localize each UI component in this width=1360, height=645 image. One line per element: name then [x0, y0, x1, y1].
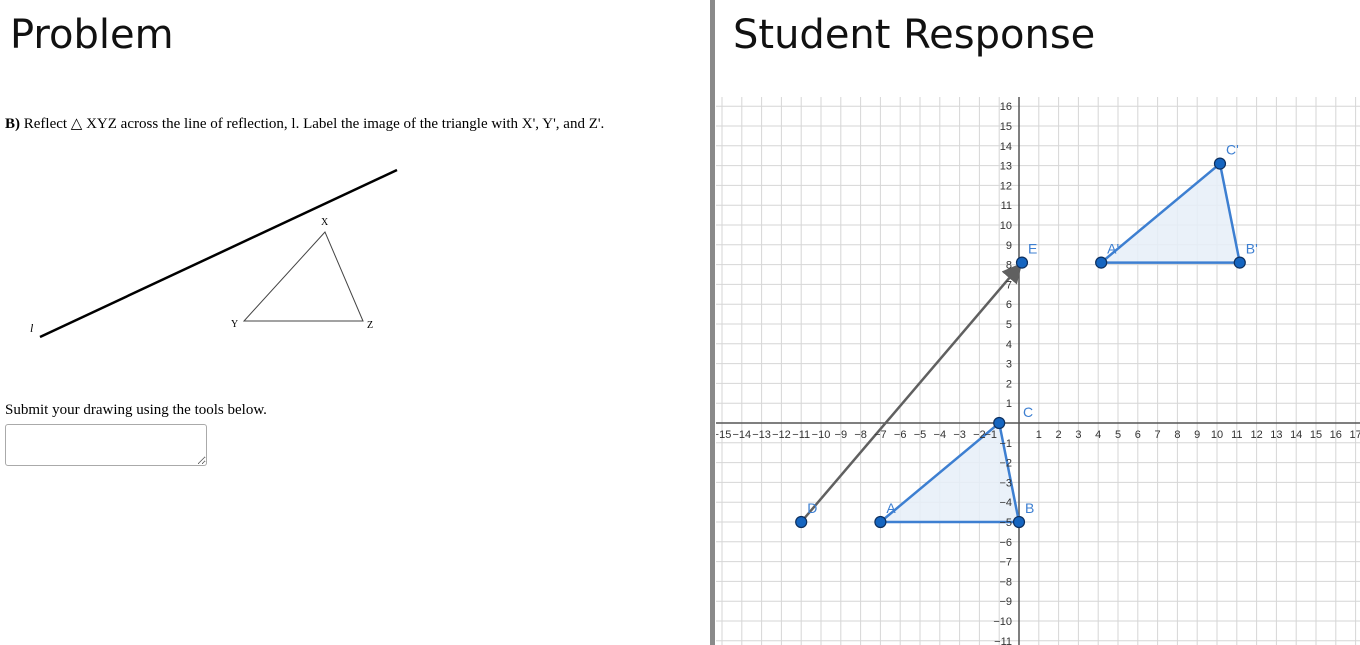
y-tick-label: 12	[1000, 180, 1012, 192]
x-tick-label: −2	[973, 429, 986, 441]
y-tick-label: −4	[999, 497, 1012, 509]
x-tick-label: 2	[1056, 429, 1062, 441]
coordinate-graph[interactable]: −15−14−13−12−11−10−9−8−7−6−5−4−3−2−11234…	[716, 97, 1360, 645]
y-tick-label: −2	[999, 458, 1012, 470]
x-tick-label: 1	[1036, 429, 1042, 441]
x-tick-label: −12	[772, 429, 791, 441]
point-a[interactable]	[874, 515, 887, 529]
point-label-a: A	[886, 500, 896, 516]
y-tick-label: −10	[993, 616, 1012, 628]
x-tick-label: −14	[732, 429, 751, 441]
y-tick-label: 11	[1001, 200, 1012, 212]
y-tick-label: −11	[994, 636, 1012, 645]
y-tick-label: 15	[1000, 121, 1012, 133]
x-tick-label: −6	[894, 429, 907, 441]
question-prefix: B)	[5, 116, 20, 132]
x-tick-label: 16	[1330, 429, 1342, 441]
line-label: l	[30, 321, 34, 335]
x-tick-label: 14	[1290, 429, 1302, 441]
y-tick-label: 10	[1000, 220, 1012, 232]
x-tick-label: 15	[1310, 429, 1322, 441]
y-tick-label: −3	[999, 477, 1012, 489]
answer-input[interactable]	[5, 424, 207, 466]
vertex-label-z: Z	[367, 320, 373, 331]
y-tick-label: 2	[1006, 378, 1012, 390]
question-text: B) Reflect △ XYZ across the line of refl…	[5, 114, 604, 133]
x-tick-label: −5	[914, 429, 927, 441]
y-tick-label: 9	[1006, 240, 1012, 252]
point-label-e: E	[1028, 241, 1037, 257]
triangle-a-primeb-primec-prime	[1097, 161, 1242, 264]
vertex-label-y: Y	[231, 319, 238, 330]
y-tick-label: 1	[1006, 398, 1012, 410]
x-tick-label: −4	[934, 429, 947, 441]
y-tick-label: 13	[1000, 161, 1012, 173]
question-body: Reflect △ XYZ across the line of reflect…	[23, 116, 605, 132]
point-label-b-prime: B'	[1246, 241, 1258, 257]
point-c-prime[interactable]	[1213, 157, 1227, 170]
y-tick-label: −8	[999, 576, 1012, 588]
x-tick-label: −3	[953, 429, 966, 441]
x-tick-label: −8	[854, 429, 867, 441]
point-d[interactable]	[795, 515, 808, 529]
x-tick-label: 12	[1250, 429, 1262, 441]
reflection-figure: l X Y Z	[30, 168, 398, 339]
x-tick-label: 7	[1155, 429, 1161, 441]
triangle-abc	[876, 420, 1021, 524]
point-label-d: D	[807, 500, 817, 516]
y-tick-label: 5	[1006, 319, 1012, 331]
y-tick-label: 16	[1000, 101, 1012, 113]
x-tick-label: 11	[1231, 429, 1242, 441]
x-tick-label: 4	[1095, 429, 1101, 441]
submit-instructions: Submit your drawing using the tools belo…	[5, 402, 267, 418]
y-tick-label: −7	[999, 557, 1012, 569]
y-tick-label: 4	[1006, 339, 1012, 351]
x-tick-label: 13	[1270, 429, 1282, 441]
x-tick-label: 3	[1075, 429, 1081, 441]
x-tick-label: 17	[1349, 429, 1360, 441]
y-tick-label: −6	[999, 537, 1012, 549]
x-tick-label: 10	[1211, 429, 1223, 441]
line-of-reflection	[39, 168, 398, 339]
x-tick-label: 5	[1115, 429, 1121, 441]
problem-title: Problem	[10, 12, 174, 58]
point-e[interactable]	[1015, 256, 1029, 269]
point-a-prime[interactable]	[1095, 256, 1108, 269]
x-tick-label: −11	[792, 429, 810, 441]
y-tick-label: −9	[999, 596, 1012, 608]
y-tick-label: −5	[999, 517, 1012, 529]
vertex-label-x: X	[321, 217, 329, 228]
x-tick-label: 9	[1194, 429, 1200, 441]
x-tick-label: 8	[1174, 429, 1180, 441]
x-tick-label: −1	[984, 429, 997, 441]
x-tick-label: −9	[835, 429, 848, 441]
y-tick-label: 7	[1006, 279, 1012, 291]
point-label-c-prime: C'	[1226, 142, 1239, 158]
point-label-b: B	[1025, 500, 1034, 516]
y-tick-label: 8	[1006, 260, 1012, 272]
point-b-prime[interactable]	[1233, 256, 1246, 269]
x-tick-label: −15	[716, 429, 731, 441]
panel-divider[interactable]	[710, 0, 715, 645]
point-b[interactable]	[1012, 515, 1026, 529]
x-tick-label: −7	[874, 429, 887, 441]
y-tick-label: −1	[999, 438, 1012, 450]
point-c[interactable]	[993, 416, 1006, 430]
triangle-xyz	[242, 231, 364, 322]
x-tick-label: −13	[752, 429, 771, 441]
point-label-c: C	[1023, 404, 1033, 420]
y-tick-label: 14	[1000, 141, 1012, 153]
y-tick-label: 6	[1006, 299, 1012, 311]
vector-de	[800, 262, 1023, 523]
student-response-title: Student Response	[733, 12, 1096, 58]
x-tick-label: −10	[812, 429, 831, 441]
x-tick-label: 6	[1135, 429, 1141, 441]
y-tick-label: 3	[1006, 359, 1012, 371]
point-label-a-prime: A'	[1107, 241, 1119, 257]
